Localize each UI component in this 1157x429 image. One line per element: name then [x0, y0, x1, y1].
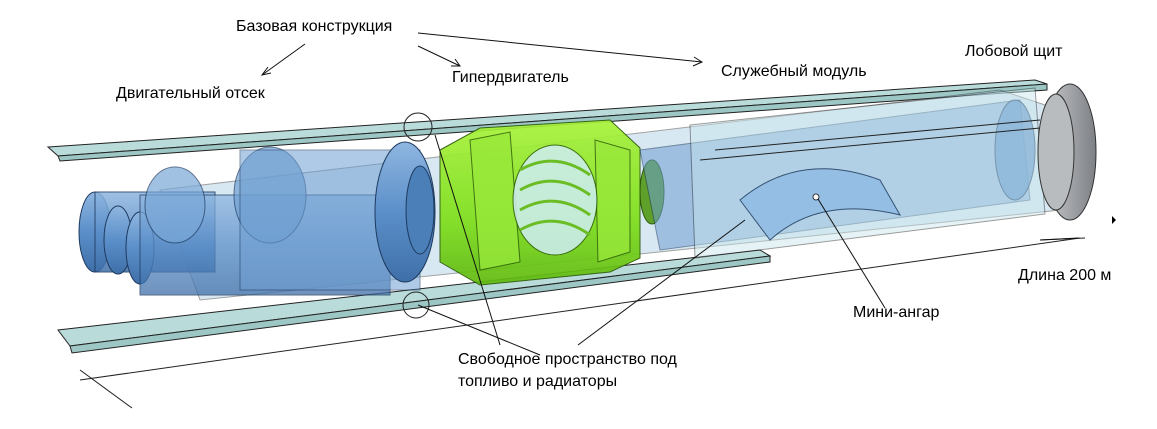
label-engine-bay: Двигательный отсек: [116, 85, 265, 102]
top-beam: [46, 79, 1048, 162]
label-base-structure: Базовая конструкция: [236, 18, 393, 35]
small-marker: [1112, 216, 1116, 224]
mini-hangar: [739, 168, 902, 241]
label-service-module: Служебный модуль: [721, 63, 867, 80]
engine-bay: [78, 141, 436, 296]
callout-lines: [260, 32, 1079, 356]
label-front-shield: Лобовой щит: [965, 43, 1063, 60]
free-space-markers: [402, 112, 433, 319]
label-length: Длина 200 м: [1018, 267, 1112, 284]
front-shield: [1037, 83, 1097, 221]
label-mini-hangar: Мини-ангар: [853, 304, 940, 321]
label-hyperdrive: Гипердвигатель: [452, 69, 569, 86]
label-free-space: Свободное пространство под топливо и рад…: [458, 351, 677, 390]
